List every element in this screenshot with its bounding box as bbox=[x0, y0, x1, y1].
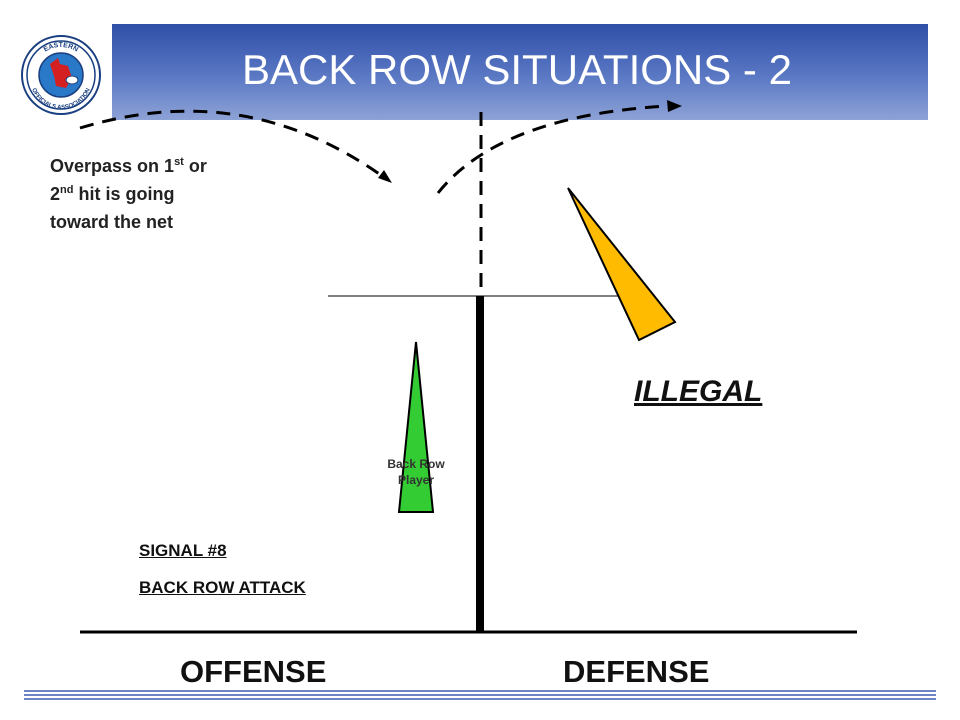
signal-name: BACK ROW ATTACK bbox=[139, 578, 306, 597]
eastern-officials-logo: EASTERN OFFICIALS ASSOCIATION bbox=[21, 35, 101, 115]
trajectory-arrowhead bbox=[378, 170, 392, 183]
svg-text:EASTERN: EASTERN bbox=[43, 42, 80, 54]
back-row-player-marker bbox=[397, 341, 435, 513]
attacker-marker bbox=[567, 187, 677, 342]
logo-text-top: EASTERN bbox=[43, 42, 80, 54]
overpass-note: Overpass on 1st or 2nd hit is going towa… bbox=[50, 156, 207, 232]
signal-number: SIGNAL #8 bbox=[139, 541, 227, 560]
back-row-player-label: Back Row Player bbox=[387, 457, 445, 487]
footer-rule bbox=[24, 690, 936, 702]
illegal-label: ILLEGAL bbox=[634, 375, 763, 408]
defense-label: DEFENSE bbox=[563, 654, 710, 689]
ball-trajectory-offense bbox=[79, 109, 386, 180]
trajectory-arrowhead bbox=[667, 100, 682, 112]
ball-trajectory-defense bbox=[436, 104, 669, 194]
offense-label: OFFENSE bbox=[180, 654, 327, 689]
title-banner bbox=[112, 24, 928, 120]
slide-title: BACK ROW SITUATIONS - 2 bbox=[242, 46, 792, 93]
